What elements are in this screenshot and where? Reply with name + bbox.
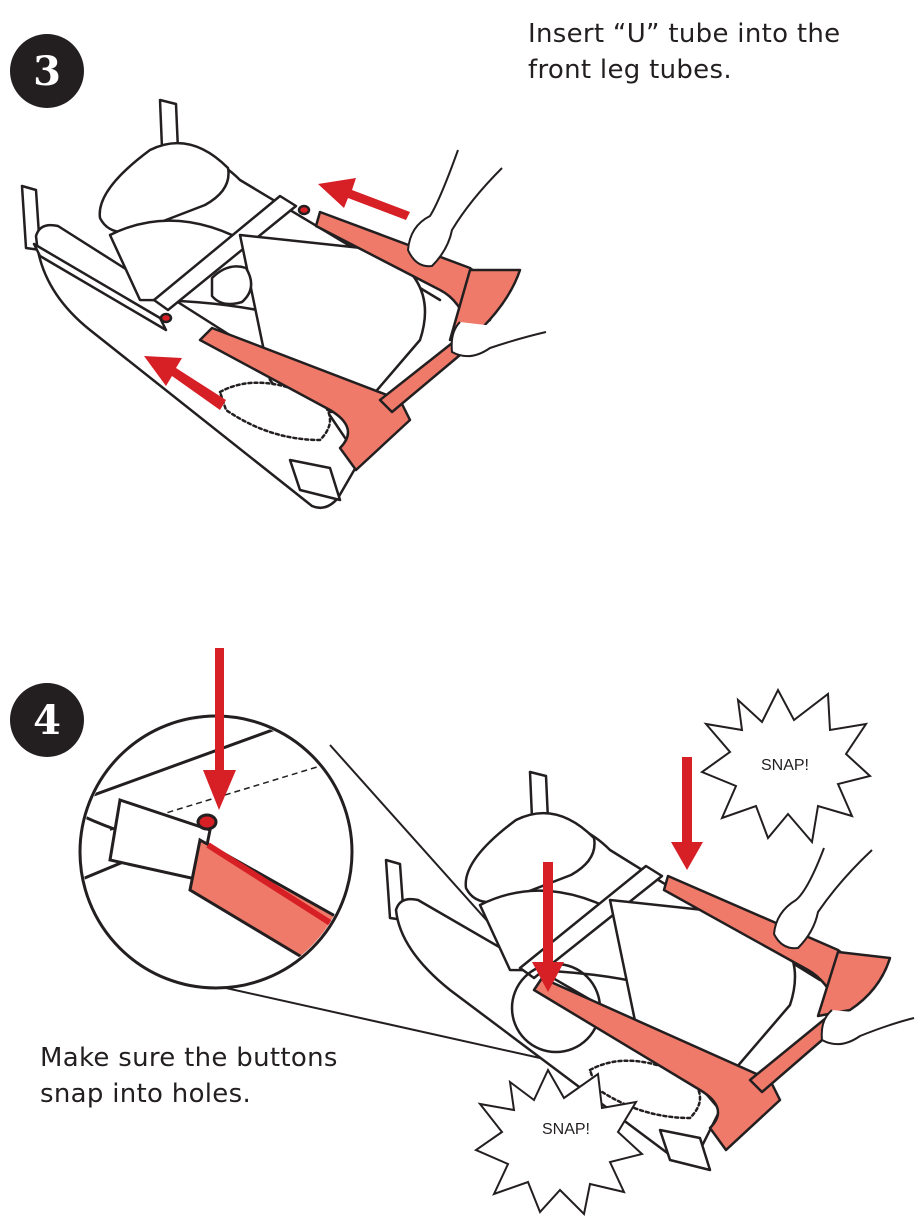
step-3-insert-arrows [144, 178, 410, 410]
snap-label-top: SNAP! [761, 757, 809, 774]
snap-burst-bottom: SNAP! [473, 1067, 645, 1217]
step-3-playard-illustration [20, 98, 442, 509]
upper-down-arrow [671, 757, 703, 870]
step-3-u-tube [198, 210, 522, 472]
snap-label-bottom: SNAP! [542, 1121, 590, 1138]
step-4-hands [772, 847, 915, 1046]
step-3-hands [406, 149, 547, 358]
step-3-instruction: Insert “U” tube into the front leg tubes… [528, 19, 841, 85]
step-3-number: 3 [33, 47, 61, 95]
step-4-u-tube [532, 874, 892, 1152]
step-4-snap-arrows [203, 648, 703, 992]
magnified-down-arrow [203, 648, 236, 810]
step-4-number: 4 [33, 696, 61, 744]
step-3-badge: 3 [10, 34, 84, 108]
step-3-arrow-left-tube [144, 356, 226, 410]
step-3-arrow-right-tube [318, 178, 410, 220]
snap-burst-top: SNAP! [699, 687, 873, 845]
step-4-instruction: Make sure the buttons snap into holes. [40, 1043, 338, 1109]
step-4-badge: 4 [10, 683, 84, 757]
lower-down-arrow [532, 862, 564, 992]
